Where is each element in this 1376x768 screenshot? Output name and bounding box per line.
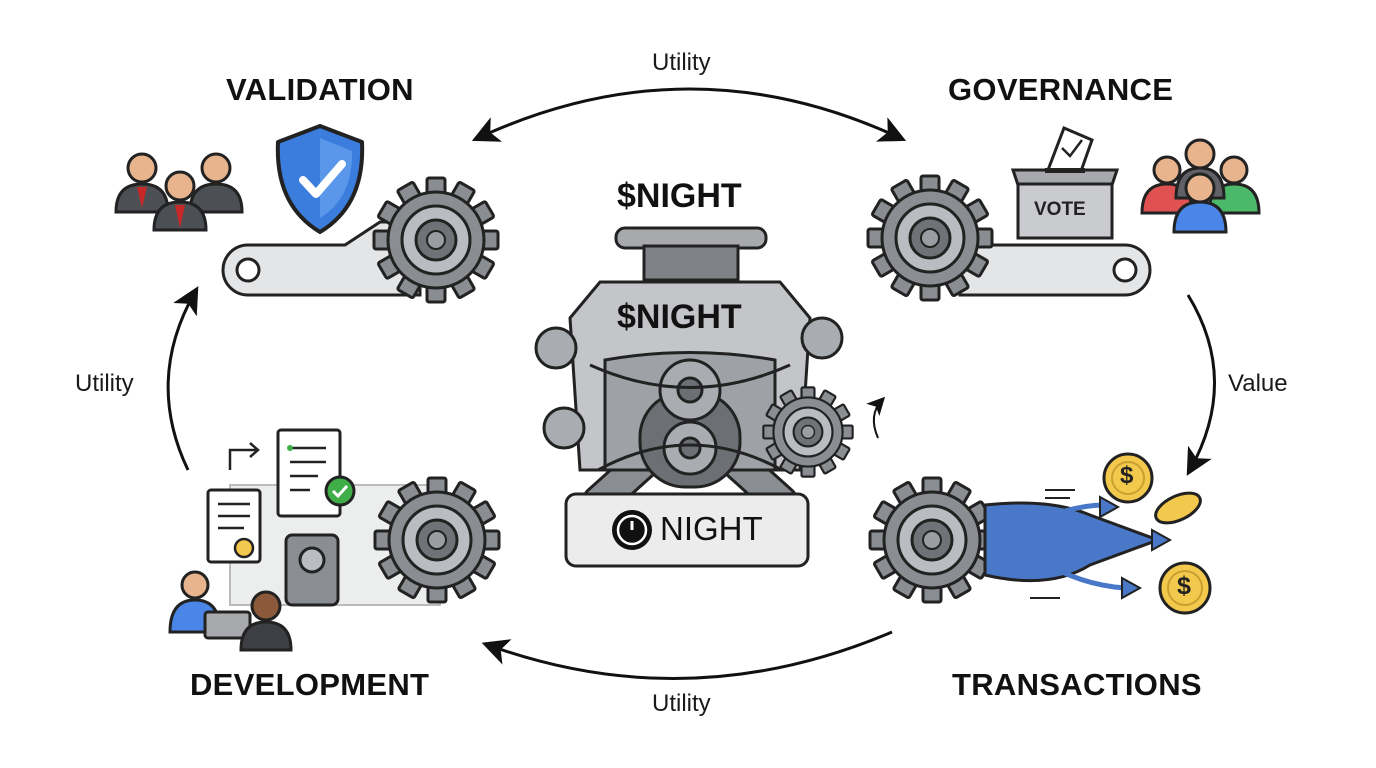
ballot-box-icon: [1010, 126, 1120, 240]
engine-body-label: $NIGHT: [617, 298, 742, 336]
governance-label: GOVERNANCE: [948, 72, 1174, 107]
coin-icon-bottom: [1158, 561, 1212, 615]
development-small-gear-icon: [284, 533, 340, 607]
coin-symbol-bottom: $: [1177, 572, 1191, 600]
left-utility-arrow: [166, 286, 199, 471]
bottom-utility-arrow: [481, 630, 893, 680]
right-value-label: Value: [1228, 370, 1288, 397]
development-documents-icon: [206, 428, 356, 564]
coin-icon-tilted: [1154, 491, 1202, 525]
governance-arm-bar: [958, 243, 1152, 297]
validation-label: VALIDATION: [226, 72, 414, 107]
ballot-vote-label: VOTE: [1034, 199, 1086, 220]
bottom-utility-label: Utility: [652, 690, 711, 717]
top-utility-arrow: [471, 87, 907, 142]
transactions-label: TRANSACTIONS: [952, 667, 1202, 702]
governance-voters-icon: [1140, 138, 1261, 234]
developers-people-icon: [168, 570, 293, 652]
coin-symbol-top: $: [1120, 462, 1134, 489]
transaction-stream-icon: [983, 489, 1173, 600]
validators-people-icon: [114, 152, 244, 232]
night-badge-label: NIGHT: [660, 510, 763, 547]
left-utility-label: Utility: [75, 370, 134, 397]
coin-icon-top: [1102, 452, 1154, 504]
development-label: DEVELOPMENT: [190, 667, 430, 702]
gear-bottom-right: [868, 476, 996, 604]
engine-top-title: $NIGHT: [617, 177, 742, 215]
validation-arm-bar: [221, 220, 422, 297]
top-utility-label: Utility: [652, 49, 711, 76]
right-value-arrow: [1186, 294, 1216, 476]
